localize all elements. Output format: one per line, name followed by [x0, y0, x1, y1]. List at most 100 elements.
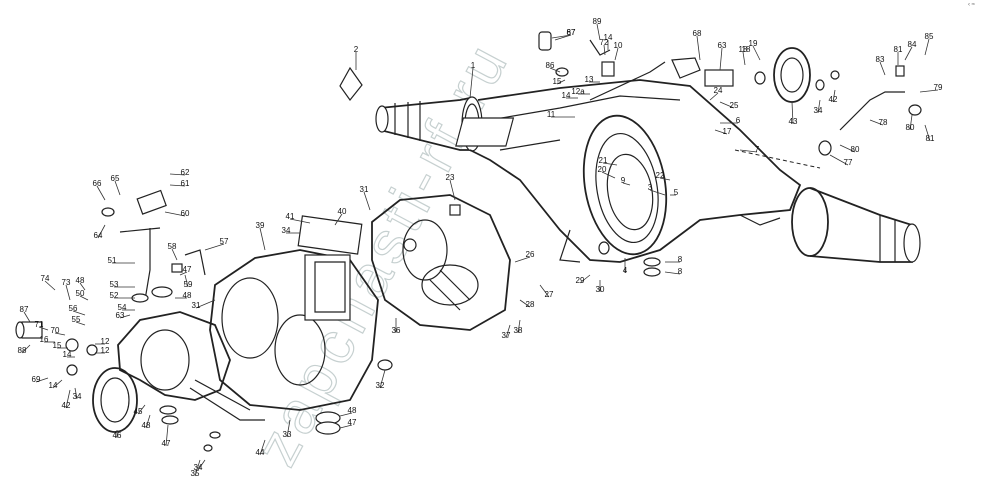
callout-leader-p19 [752, 45, 761, 61]
part-number-p36: 36 [392, 326, 401, 335]
callout-leader-p47c [179, 271, 188, 276]
part-number-p8a: 8 [678, 255, 683, 264]
callout-leader-p50 [79, 295, 89, 301]
part-number-p63b: 63 [116, 311, 125, 320]
part-number-p53: 53 [110, 280, 119, 289]
part-number-p69: 69 [32, 375, 41, 384]
callout-leader-p71 [38, 326, 49, 331]
callout-leader-p31b [363, 191, 371, 211]
callout-leader-p57 [204, 243, 225, 251]
part-number-p84: 84 [908, 40, 917, 49]
part-number-p61: 61 [181, 179, 190, 188]
part-number-p44: 44 [256, 448, 265, 457]
callout-leader-p37 [505, 324, 511, 339]
part-number-p48d: 48 [76, 276, 85, 285]
callout-leader-p34c [74, 387, 78, 400]
part-number-p70: 70 [51, 326, 60, 335]
part-number-p58: 58 [168, 242, 177, 251]
final-drive-cover [371, 194, 511, 331]
callout-leader-p86 [549, 67, 561, 73]
part-number-p4: 4 [623, 266, 628, 275]
part-number-p63a: 63 [718, 41, 727, 50]
part-number-p31a: 31 [192, 301, 201, 310]
part-number-p48c: 48 [183, 291, 192, 300]
part-number-p7: 7 [755, 145, 760, 154]
callout-leader-p64 [97, 224, 106, 239]
part-number-p13: 13 [585, 75, 594, 84]
callout-leader-p18 [742, 51, 746, 66]
part-number-p9: 9 [621, 176, 626, 185]
part-number-p14d: 14 [49, 381, 58, 390]
callout-leader-p47a [165, 424, 169, 447]
callout-leader-p60 [164, 211, 186, 217]
part-number-p32: 32 [376, 381, 385, 390]
callout-leader-p21 [602, 162, 618, 166]
part-number-p26: 26 [526, 250, 535, 259]
part-number-p51: 51 [108, 256, 117, 265]
part-number-p54: 54 [118, 303, 127, 312]
part-number-p42b: 42 [829, 95, 838, 104]
part-number-p72: 72 [600, 38, 609, 47]
part-number-p14b: 14 [562, 91, 571, 100]
callout-leader-p55 [75, 321, 86, 326]
callout-leader-p35 [194, 459, 201, 477]
part-number-p50: 50 [76, 289, 85, 298]
part-number-p27: 27 [545, 290, 554, 299]
part-number-p28: 28 [526, 300, 535, 309]
part-number-p56: 56 [69, 304, 78, 313]
callout-leader-p38 [517, 319, 521, 334]
part-number-p78: 78 [879, 118, 888, 127]
callout-leader-p41 [289, 218, 311, 224]
callout-leader-p26 [514, 256, 531, 263]
part-number-p47c: 47 [183, 265, 192, 274]
callout-leader-p32 [379, 369, 386, 389]
callout-leader-p9 [622, 182, 631, 186]
callout-leader-p23 [449, 179, 456, 201]
callout-leader-p22 [659, 177, 671, 181]
callout-leader-p28 [519, 299, 531, 308]
part-number-p47b: 47 [348, 418, 357, 427]
part-number-p30: 30 [596, 285, 605, 294]
part-number-p34d: 34 [814, 106, 823, 115]
callout-leader-p20 [601, 171, 616, 179]
part-number-p74: 74 [41, 274, 50, 283]
part-number-p12a: 12а [571, 87, 585, 96]
callout-leader-p61 [169, 184, 186, 187]
part-number-p12: 12 [101, 337, 110, 346]
corner-mark: ‹ ≈ [968, 2, 976, 8]
part-number-p34a: 34 [194, 463, 203, 472]
part-number-p16: 16 [40, 335, 49, 344]
part-number-p29: 29 [576, 276, 585, 285]
part-number-p14c: 14 [63, 350, 72, 359]
callout-leader-p79 [919, 89, 939, 93]
callout-leader-p73 [65, 284, 71, 301]
part-number-p55: 55 [72, 315, 81, 324]
callout-leader-p59 [184, 274, 189, 288]
part-number-p21: 21 [599, 156, 608, 165]
part-number-p47a: 47 [162, 439, 171, 448]
callout-leader-p44 [259, 439, 266, 456]
callout-leader-p77 [829, 154, 849, 166]
part-number-p80b: 80 [906, 123, 915, 132]
part-number-p45: 45 [134, 407, 143, 416]
callout-leader-p34d [817, 99, 821, 114]
part-number-p24: 24 [714, 86, 723, 95]
callout-leader-p48b [339, 412, 353, 417]
callout-leader-p88 [21, 344, 31, 354]
part-number-p38: 38 [514, 326, 523, 335]
part-number-p37: 37 [502, 331, 511, 340]
part-number-p22: 22 [656, 171, 665, 180]
part-number-p60: 60 [181, 209, 190, 218]
callout-leader-p85 [924, 38, 930, 56]
callout-leader-p63a [719, 47, 723, 71]
callout-leader-p17 [714, 129, 728, 135]
part-number-p8b: 8 [678, 267, 683, 276]
shift-lever-group [101, 189, 206, 303]
part-number-p71: 71 [35, 320, 44, 329]
part-number-p18: 18 [739, 45, 748, 54]
callout-leader-p7 [739, 149, 758, 153]
callout-leader-p39 [259, 227, 266, 251]
callout-leader-p62 [169, 173, 186, 176]
part-number-p87b: 87 [20, 305, 29, 314]
part-number-p17: 17 [723, 127, 732, 136]
